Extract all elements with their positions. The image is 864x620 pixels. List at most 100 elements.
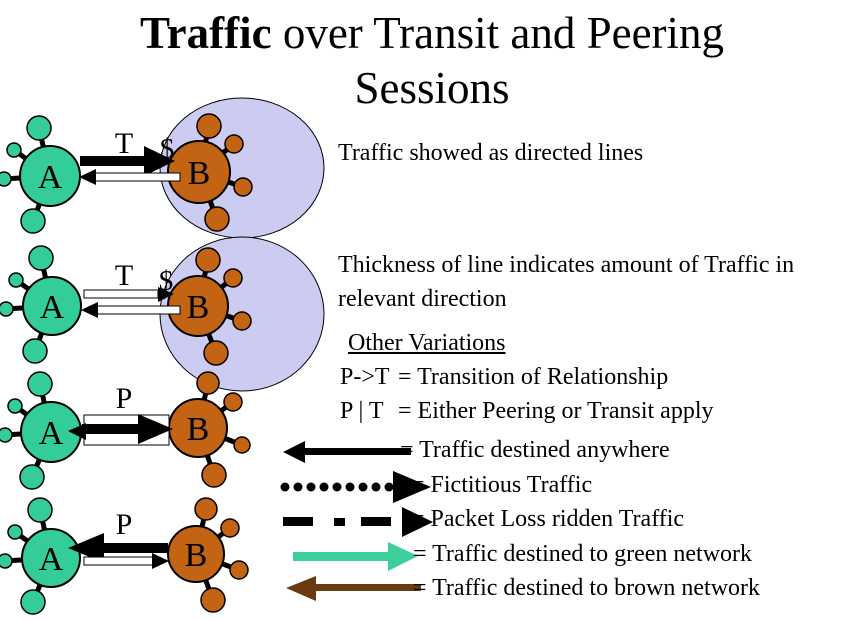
network-b	[167, 113, 253, 232]
variation-symbol: P->T	[340, 364, 390, 390]
cost-label: $	[160, 133, 175, 165]
legend-label-anywhere: = Traffic destined anywhere	[400, 437, 670, 463]
node-a-label: A	[39, 541, 64, 578]
satellite-node	[224, 134, 244, 154]
satellite-node	[20, 208, 46, 234]
variation-description: = Either Peering or Transit apply	[398, 398, 714, 424]
satellite-node	[223, 268, 243, 288]
arrowhead-left	[283, 441, 305, 463]
dot	[293, 482, 303, 492]
legend-label-packet-loss: = Packet Loss ridden Traffic	[411, 506, 685, 532]
satellite-node	[19, 464, 45, 490]
network-a	[0, 371, 82, 490]
arrow-shaft	[293, 552, 389, 561]
arrowhead-left	[286, 576, 316, 601]
traffic-arrow-hollow-shaft	[96, 305, 181, 315]
title-emphasis: Traffic	[139, 8, 272, 58]
diagram-row-transit-thin: T $ A B	[0, 236, 325, 392]
dot	[332, 482, 342, 492]
legend-label-brown: = Traffic destined to brown network	[413, 575, 761, 601]
dash	[283, 517, 313, 526]
arrowhead-right	[402, 507, 433, 537]
satellite-node	[233, 436, 251, 454]
network-b	[167, 497, 249, 613]
node-b-label: B	[187, 411, 210, 448]
traffic-arrow-thick-left	[68, 533, 168, 563]
diagram-row-peering-thick-left: P A B	[0, 497, 249, 615]
satellite-node	[233, 177, 253, 197]
satellite-node	[0, 553, 13, 569]
node-a-label: A	[39, 415, 64, 452]
dot	[384, 482, 394, 492]
traffic-arrow-hollow-shaft	[83, 556, 154, 566]
node-b-label: B	[185, 537, 208, 574]
variation-item: P->T = Transition of Relationship	[340, 364, 714, 391]
hub-node-a	[19, 145, 81, 207]
diagram-row-peering-thick-right: P A B	[0, 371, 251, 490]
dash	[361, 517, 391, 526]
arrowhead-right	[393, 471, 431, 503]
satellite-node	[22, 338, 48, 364]
satellite-node	[7, 398, 23, 414]
note-thickness: Thickness of line indicates amount of Tr…	[338, 252, 795, 312]
satellite-node	[196, 371, 220, 395]
arrow-shaft	[314, 584, 421, 591]
diagram-row-transit-thick: T $ A B	[0, 97, 325, 239]
satellite-node	[7, 524, 23, 540]
node-b-label: B	[187, 289, 210, 326]
traffic-arrowhead-left	[79, 169, 96, 185]
satellite-node	[194, 497, 218, 521]
traffic-arrow-thick-right	[82, 414, 173, 444]
dash	[334, 518, 345, 526]
legend-arrow-anywhere	[283, 441, 411, 463]
satellite-node	[27, 497, 53, 523]
cost-label: $	[159, 265, 174, 297]
satellite-node	[0, 301, 14, 317]
variation-symbol: P | T	[340, 398, 384, 424]
satellite-node	[232, 311, 252, 331]
title-rest: over Transit and Peering Sessions	[271, 8, 725, 113]
satellite-node	[229, 560, 249, 580]
satellite-node	[6, 142, 22, 158]
relationship-label: P	[116, 382, 133, 415]
network-a	[0, 245, 82, 364]
traffic-arrowhead-right	[158, 287, 174, 302]
satellite-node	[27, 371, 53, 397]
traffic-arrow-thick-right	[80, 146, 175, 176]
satellite-node	[20, 589, 46, 615]
satellite-node	[204, 206, 230, 232]
legend-arrow-fictitious	[280, 471, 431, 503]
node-a-label: A	[40, 289, 65, 326]
variation-item: P | T = Either Peering or Transit apply	[340, 398, 714, 425]
satellite-node	[201, 462, 227, 488]
satellite-node	[195, 247, 221, 273]
hub-node-a	[21, 528, 81, 588]
other-variations-heading: Other Variations	[348, 330, 506, 356]
hub-node-b	[167, 525, 225, 583]
dot	[319, 482, 329, 492]
relationship-label: T	[115, 127, 133, 160]
slide-title: Traffic over Transit and Peering Session…	[62, 6, 802, 116]
legend-label-fictitious: = Fictitious Traffic	[411, 472, 593, 498]
traffic-arrowhead-left	[68, 423, 86, 440]
satellite-node	[223, 392, 243, 412]
legend-arrow-brown	[286, 576, 421, 601]
satellite-node	[8, 272, 24, 288]
dot	[345, 482, 355, 492]
legend-label-green: = Traffic destined to green network	[413, 541, 753, 567]
hub-node-a	[22, 276, 82, 336]
network-a	[0, 497, 81, 615]
satellite-node	[0, 171, 12, 187]
other-variations-block: Other Variations P->T = Transition of Re…	[340, 330, 714, 425]
satellite-node	[0, 427, 13, 443]
hub-node-b	[167, 140, 231, 204]
satellite-node	[220, 518, 240, 538]
satellite-node	[203, 340, 229, 366]
node-a-label: A	[38, 159, 63, 196]
relationship-label: T	[115, 259, 133, 292]
legend-arrow-green	[293, 542, 418, 571]
satellite-node	[26, 115, 52, 141]
network-b	[168, 371, 251, 488]
node-b-label: B	[188, 155, 211, 192]
